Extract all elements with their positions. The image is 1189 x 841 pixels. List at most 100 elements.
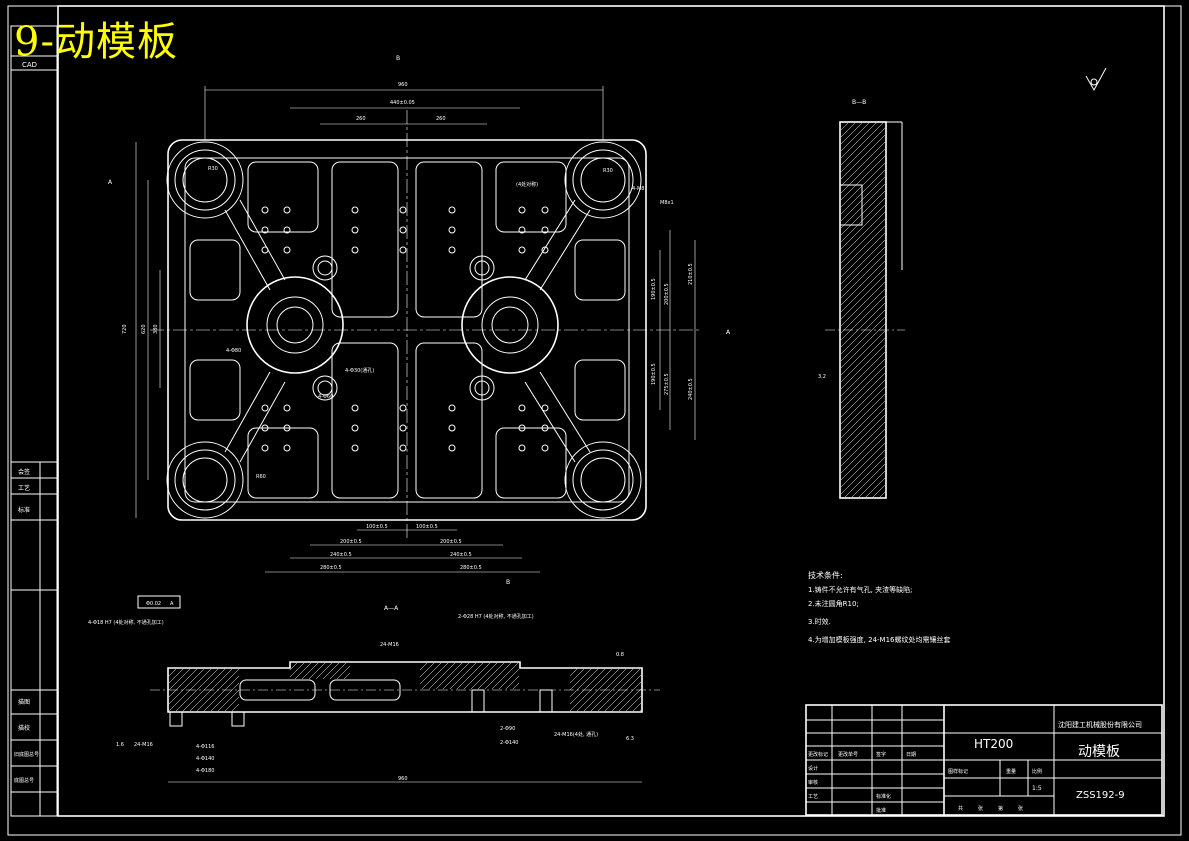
hatch-line — [840, 351, 886, 397]
hatch-line — [840, 281, 886, 327]
tb-field-sample-mark: 图样标记 — [948, 768, 968, 775]
note-4-phi80: 4-Φ80 — [226, 348, 241, 354]
tech-item-4: 4.为增加模板强度, 24-M16螺纹处均需镶丝套 — [808, 635, 951, 644]
hatch-line — [840, 260, 886, 306]
hatch-line — [840, 267, 886, 313]
bolt-hole — [399, 226, 407, 234]
hatch-line — [840, 122, 877, 159]
roughness-symbol-icon — [1085, 67, 1107, 92]
small-bores — [312, 255, 495, 401]
aa-callout-8: 2-Φ90 — [500, 726, 515, 732]
hatch-line — [840, 122, 884, 166]
dim-top-260a: 260 — [356, 116, 366, 122]
hatch-line — [168, 668, 212, 712]
hatch-line — [840, 246, 886, 292]
bolt-hole — [541, 444, 549, 452]
hatch-line — [569, 668, 599, 698]
drawing-frame — [57, 5, 1165, 817]
hatch-line — [840, 190, 886, 236]
section-aa-hatch — [168, 662, 642, 712]
drawing-number: ZSS192-9 — [1076, 790, 1125, 801]
hatch-line — [569, 668, 592, 691]
hatch-line — [840, 358, 886, 404]
section-aa-label: A—A — [384, 605, 399, 612]
hatch-line — [840, 449, 886, 495]
section-bb-hatch — [840, 122, 886, 498]
hatch-line — [840, 204, 886, 250]
bolt-hole — [351, 404, 359, 412]
hatch-line — [840, 197, 886, 243]
hatch-line — [569, 668, 606, 705]
tb-field-sheets-1: 张 — [978, 805, 983, 812]
bolt-hole — [399, 246, 407, 254]
aa-roughness-3: 6.3 — [626, 736, 634, 742]
hatch-line — [840, 225, 886, 271]
hatch-line — [840, 122, 863, 145]
view-mark-b-top: B — [396, 55, 400, 62]
tb-scale-value: 1:5 — [1032, 785, 1042, 792]
hatch-line — [569, 668, 578, 677]
hatch-line — [182, 668, 226, 712]
aa-roughness-1: 0.8 — [616, 652, 624, 658]
dimensions-right: 190±0.5 200±0.5 210±0.5 190±0.5 275±0.5 … — [651, 230, 696, 440]
hatch-line — [840, 344, 886, 390]
bolt-hole — [399, 404, 407, 412]
hatch-line — [840, 141, 886, 187]
hatch-line — [308, 662, 326, 680]
bolt-hole — [283, 246, 291, 254]
strip-label-miaojiao: 描校 — [18, 724, 30, 732]
aa-callout-10: 24-M16(4处, 通孔) — [554, 731, 598, 738]
hatch-line — [840, 162, 886, 208]
bolt-hole — [399, 424, 407, 432]
dim-left-620: 620 — [141, 324, 147, 334]
hatch-line — [175, 668, 219, 712]
dim-right-1: 190±0.5 — [651, 278, 657, 300]
bolt-hole — [283, 206, 291, 214]
aa-roughness-2: 1.6 — [116, 742, 124, 748]
aa-overall-dim: 960 — [398, 776, 408, 782]
bolt-hole — [541, 424, 549, 432]
strip-label-huiqian: 会签 — [18, 468, 30, 476]
bolt-hole — [448, 444, 456, 452]
hatch-line — [840, 183, 886, 229]
bolt-hole — [448, 246, 456, 254]
strip-label-gongyi: 工艺 — [18, 484, 30, 492]
hatch-line — [203, 675, 240, 712]
hatch-line — [840, 442, 886, 488]
bolt-hole — [541, 206, 549, 214]
hatch-line — [329, 662, 347, 680]
dim-left-720: 720 — [122, 324, 128, 334]
cylinder-boss-right — [461, 276, 559, 374]
title-block: HT200 沈阳建工机械股份有限公司 动模板 ZSS192-9 更改标记 更改单… — [805, 704, 1163, 816]
hatch-line — [840, 414, 886, 460]
hatch-line — [840, 169, 886, 215]
hatch-line — [840, 155, 886, 201]
strip-label-biaozhun: 标准 — [18, 506, 30, 514]
hatch-line — [196, 668, 240, 712]
hatch-line — [858, 470, 886, 498]
dimensions-bottom: 100±0.5 100±0.5 200±0.5 200±0.5 240±0.5 … — [265, 524, 540, 573]
hatch-line — [491, 662, 519, 690]
dim-bottom-5: 240±0.5 — [330, 552, 352, 558]
hatch-line — [442, 662, 470, 690]
tb-field-weight: 重量 — [1006, 768, 1016, 775]
hatch-line — [851, 463, 886, 498]
bolt-hole — [283, 444, 291, 452]
hatch-line — [844, 456, 886, 498]
hatch-line — [168, 668, 198, 698]
hatch-line — [289, 662, 305, 678]
dim-bottom-1: 100±0.5 — [366, 524, 388, 530]
dimensions-left: 720 620 380 — [122, 142, 161, 518]
hatch-line — [336, 665, 351, 680]
main-plan-view: 960 440±0.05 260 260 720 620 380 190±0.5… — [108, 55, 731, 586]
side-strip: CAD 会签 工艺 标准 描图 描校 旧底图总号 底图总号 — [10, 25, 58, 817]
section-view-aa: A—A 4-Φ18 H7 (4处对称, 不通孔加工) 2-Φ28 H7 (4处对… — [88, 595, 660, 783]
bolt-hole — [399, 444, 407, 452]
hatch-line — [294, 662, 312, 680]
tech-item-1: 1.铸件不允许有气孔, 夹渣等缺陷; — [808, 585, 913, 594]
aa-callout-2: 2-Φ28 H7 (4处对称, 不通孔加工) — [458, 613, 534, 620]
hatch-line — [576, 668, 620, 712]
hatch-line — [301, 662, 319, 680]
bolt-hole — [518, 246, 526, 254]
